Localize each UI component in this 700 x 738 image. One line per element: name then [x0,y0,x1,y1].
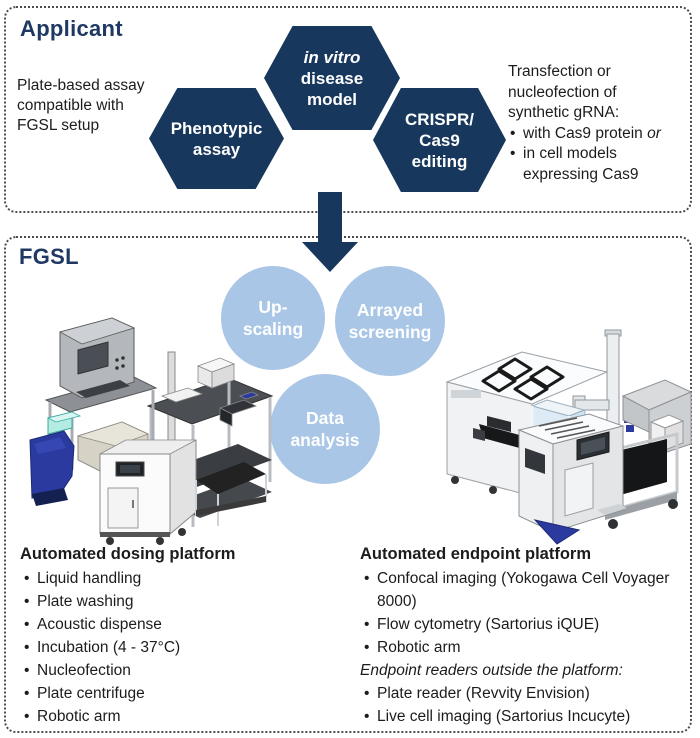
dosing-blue-module [29,430,75,506]
right-note-bullet1: with Cas9 protein or [508,124,690,145]
right-note-bullet1-or: or [647,124,661,142]
list-item: Plate centrifuge [20,682,345,705]
list-item: Robotic arm [20,705,345,728]
fgsl-title: FGSL [19,244,79,269]
right-note-line3: synthetic gRNA: [508,104,620,121]
endpoint-platform-list: Automated endpoint platform Confocal ima… [360,543,690,728]
dosing-lower-shelf [195,462,267,526]
circle-upscaling: Up- scaling [221,266,325,370]
right-note-line2: nucleofection of [508,83,617,101]
circle-data-analysis: Data analysis [270,374,380,484]
list-item: Acoustic dispense [20,613,345,636]
hex-crispr-line2: Cas9 [419,130,460,150]
hex-disease-line3: model [306,89,358,109]
left-note-line1: Plate-based assay [17,77,145,94]
endpoint-robotic-arm [473,416,527,450]
list-item: Live cell imaging (Sartorius Incucyte) [360,705,690,728]
endpoint-side-unit [621,379,693,459]
list-item: Nucleofection [20,659,345,682]
right-note-bullet2: in cell models expressing Cas9 [508,144,690,185]
endpoint-platform-illustration [445,329,693,545]
dosing-platform-header: Automated dosing platform [20,545,236,563]
hex-disease-line1: in vitro [303,47,361,67]
dosing-white-cabinet [99,439,197,545]
hex-phenotypic-line1: Phenotypic [170,118,263,138]
left-note-line3: FGSL setup [17,117,100,134]
hexagon-crispr-editing: CRISPR/ Cas9 editing [373,88,506,192]
hexagon-disease-model: in vitro disease model [264,26,400,130]
applicant-right-note: Transfection or nucleofection of synthet… [508,62,690,185]
hex-disease-line2: disease [300,68,364,88]
dosing-platform-list: Automated dosing platform Liquid handlin… [20,543,345,728]
endpoint-outside-note: Endpoint readers outside the platform: [360,662,623,679]
list-item: Flow cytometry (Sartorius iQUE) [360,613,690,636]
circle-upscaling-line2: scaling [242,319,304,339]
list-item: Confocal imaging (Yokogawa Cell Voyager … [360,567,690,613]
circle-arrayed-line2: screening [348,322,432,342]
list-item: Incubation (4 - 37°C) [20,636,345,659]
list-item: Liquid handling [20,567,345,590]
hexagon-phenotypic-assay: Phenotypic assay [149,88,284,189]
applicant-panel: Applicant Plate-based assay compatible w… [4,6,692,213]
hex-crispr-line3: editing [411,151,468,171]
left-note-line2: compatible with [17,97,124,114]
applicant-left-note: Plate-based assay compatible with FGSL s… [17,76,167,136]
circle-upscaling-line1: Up- [258,297,288,317]
down-arrow-icon [302,192,358,272]
fgsl-panel: FGSL Up- scaling Arrayed screening Data … [4,236,693,733]
circle-arrayed-screening: Arrayed screening [335,266,445,376]
dosing-teal-box [46,411,82,435]
list-item: Robotic arm [360,636,690,659]
applicant-title: Applicant [20,16,123,41]
endpoint-platform-header: Automated endpoint platform [360,545,591,563]
hex-phenotypic-line2: assay [192,139,241,159]
list-item: Plate reader (Revvity Envision) [360,682,690,705]
hex-crispr-line1: CRISPR/ [405,109,474,129]
circle-data-line1: Data [306,408,344,428]
circle-arrayed-line1: Arrayed [356,300,424,320]
circle-data-line2: analysis [290,430,360,450]
right-note-line1: Transfection or [508,63,611,80]
endpoint-front-machine [517,413,627,545]
list-item: Plate washing [20,590,345,613]
dosing-platform-illustration [29,317,274,545]
dosing-bench-instruments [160,357,260,427]
